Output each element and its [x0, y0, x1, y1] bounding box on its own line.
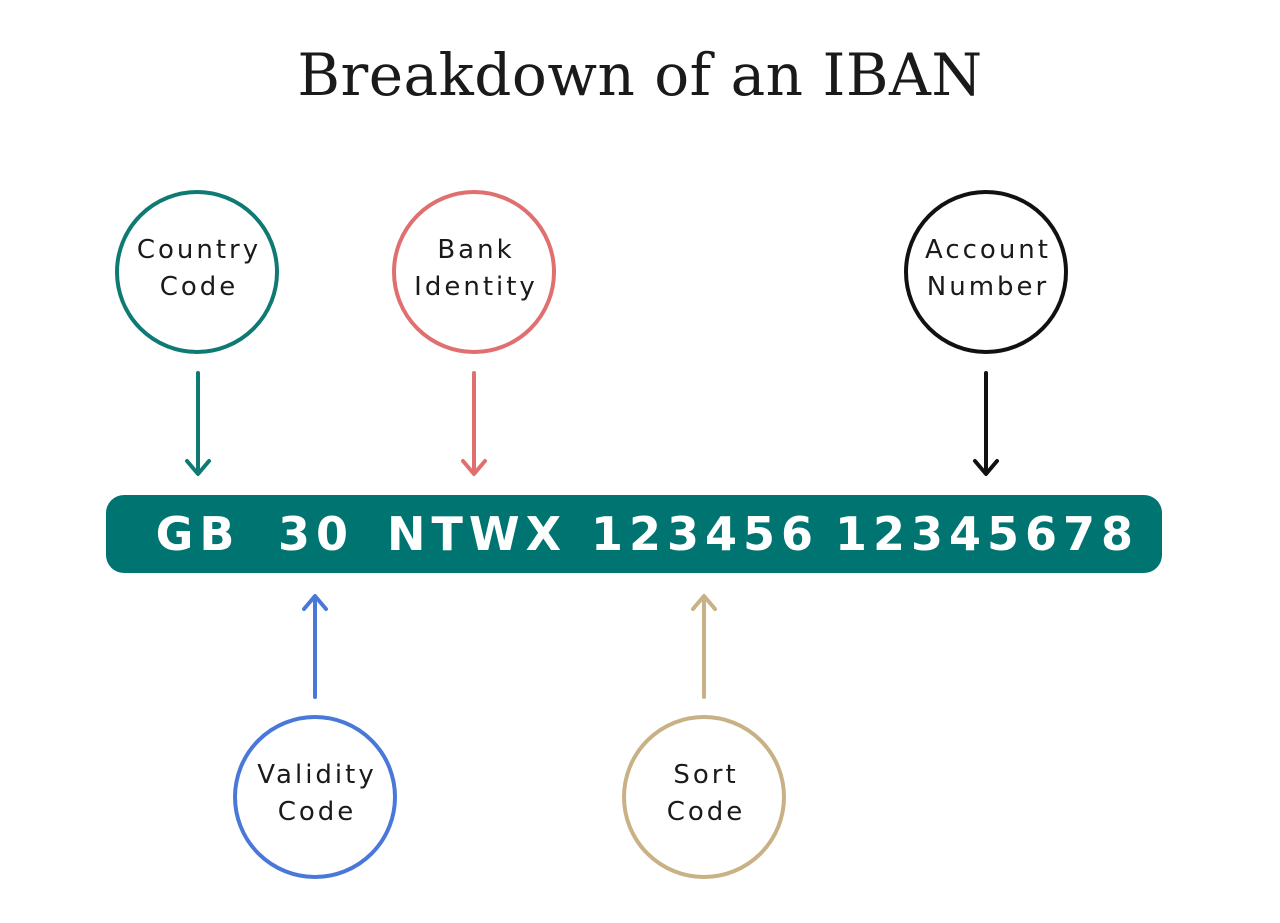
diagram-title: Breakdown of an IBAN	[297, 41, 982, 109]
iban-segment-country: GB	[156, 507, 241, 561]
validity-code-label-line1: Validity	[257, 760, 376, 790]
account-number-label-line2: Number	[927, 272, 1049, 302]
arrow-up-icon	[302, 594, 328, 699]
country-code-label-line1: Country	[137, 235, 261, 265]
iban-bar	[106, 495, 1162, 573]
sort-code-label-line1: Sort	[673, 760, 738, 790]
iban-segment-bank: NTWX	[387, 507, 567, 561]
arrow-up-icon	[691, 594, 717, 699]
bank-identity-callout: Bank Identity	[392, 190, 556, 476]
sort-code-label-line2: Code	[667, 797, 746, 827]
arrow-down-icon	[461, 371, 487, 476]
country-code-label-line2: Code	[160, 272, 239, 302]
iban-segment-account: 12345678	[835, 507, 1139, 561]
validity-code-label-line2: Code	[278, 797, 357, 827]
account-number-circle	[904, 190, 1068, 354]
account-number-callout: Account Number	[904, 190, 1068, 476]
sort-code-circle	[622, 715, 786, 879]
validity-code-circle	[233, 715, 397, 879]
bank-identity-label-line1: Bank	[437, 235, 514, 265]
arrow-down-icon	[185, 371, 211, 476]
country-code-circle	[115, 190, 279, 354]
iban-segment-validity: 30	[278, 507, 354, 561]
country-code-callout: Country Code	[115, 190, 279, 476]
arrow-down-icon	[973, 371, 999, 476]
iban-segment-sort: 123456	[591, 507, 819, 561]
validity-code-callout: Validity Code	[233, 594, 397, 879]
sort-code-callout: Sort Code	[622, 594, 786, 879]
bank-identity-label-line2: Identity	[414, 272, 538, 302]
bank-identity-circle	[392, 190, 556, 354]
account-number-label-line1: Account	[925, 235, 1051, 265]
